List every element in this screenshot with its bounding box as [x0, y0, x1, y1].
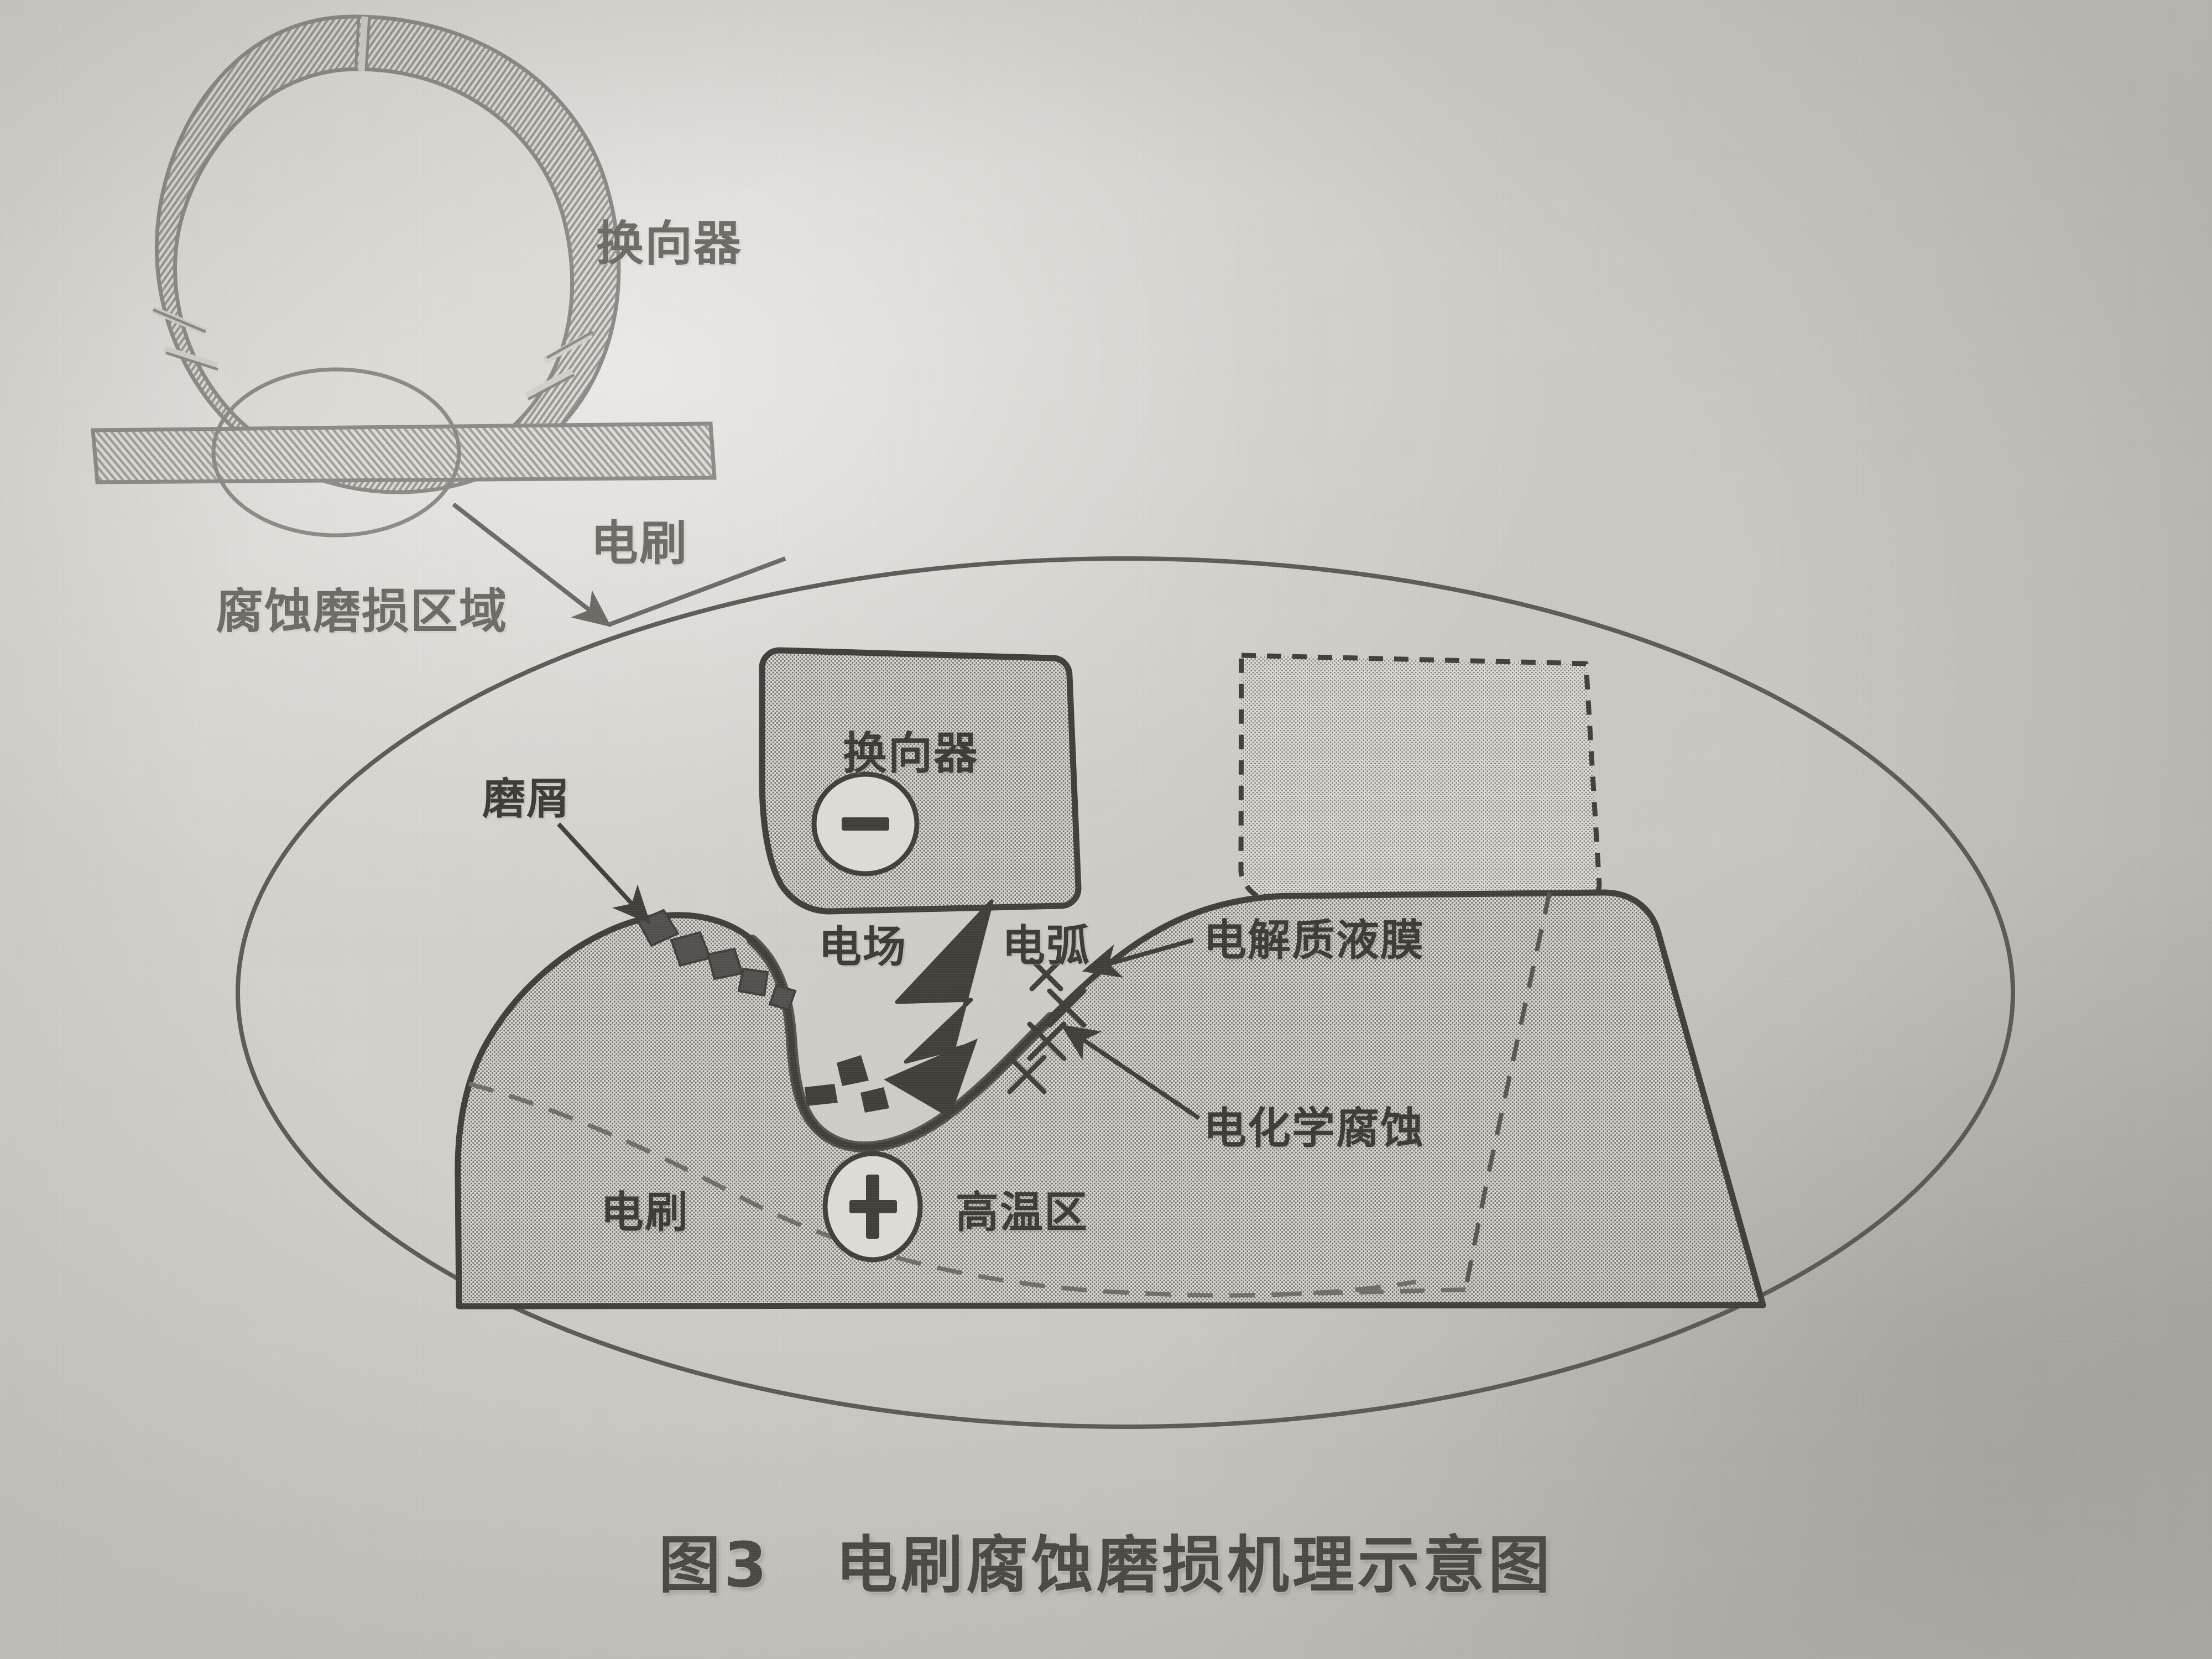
inset-commutator-label: 换向器 — [596, 216, 742, 272]
detail-debris-label: 磨屑 — [482, 774, 571, 824]
inset-brush-bar — [91, 421, 717, 484]
ghost-commutator-block — [1238, 653, 1602, 903]
detail-arc-label: 电弧 — [1002, 921, 1091, 971]
ghost-commutator-trace-bottom — [1288, 1287, 1466, 1296]
inset-zoom-region-circle — [211, 367, 461, 538]
detail-commutator-label: 换向器 — [843, 728, 979, 779]
arc-arrowhead — [884, 1039, 978, 1118]
brush-body — [455, 889, 1766, 1310]
detail-brush-label: 电刷 — [601, 1188, 690, 1238]
commutator-segment-lines — [153, 16, 594, 401]
leader-debris — [557, 822, 651, 925]
leader-electrochemical-corrosion — [1061, 1024, 1201, 1120]
detail-efield-label: 电场 — [818, 922, 907, 972]
inset-zone-label: 腐蚀磨损区域 — [216, 584, 508, 639]
detail-hot-zone-label: 高温区 — [956, 1188, 1089, 1238]
magnifier-ellipse — [236, 556, 2015, 1429]
leader-electrolyte-film — [1082, 938, 1194, 978]
brush-positive-terminal — [822, 1151, 923, 1262]
wear-debris-particles — [637, 909, 797, 1011]
inset-commutator-ring — [152, 14, 621, 494]
groove-debris-flakes — [805, 1055, 889, 1113]
inset-to-detail-arrow — [452, 502, 612, 627]
brush-original-profile-dashed — [468, 1082, 1416, 1298]
inset-brush-label: 电刷 — [591, 516, 688, 571]
detail-electrochemical-corrosion-label: 电化学腐蚀 — [1203, 1104, 1425, 1154]
corrosion-x-marks — [1007, 957, 1087, 1094]
commutator-negative-terminal — [811, 771, 920, 877]
detail-electrolyte-film-label: 电解质液膜 — [1203, 916, 1425, 966]
brush-groove-lip — [747, 935, 1056, 1152]
leader-zone-label — [607, 556, 786, 627]
figure-caption: 图3 电刷腐蚀磨损机理示意图 — [659, 1530, 1553, 1601]
